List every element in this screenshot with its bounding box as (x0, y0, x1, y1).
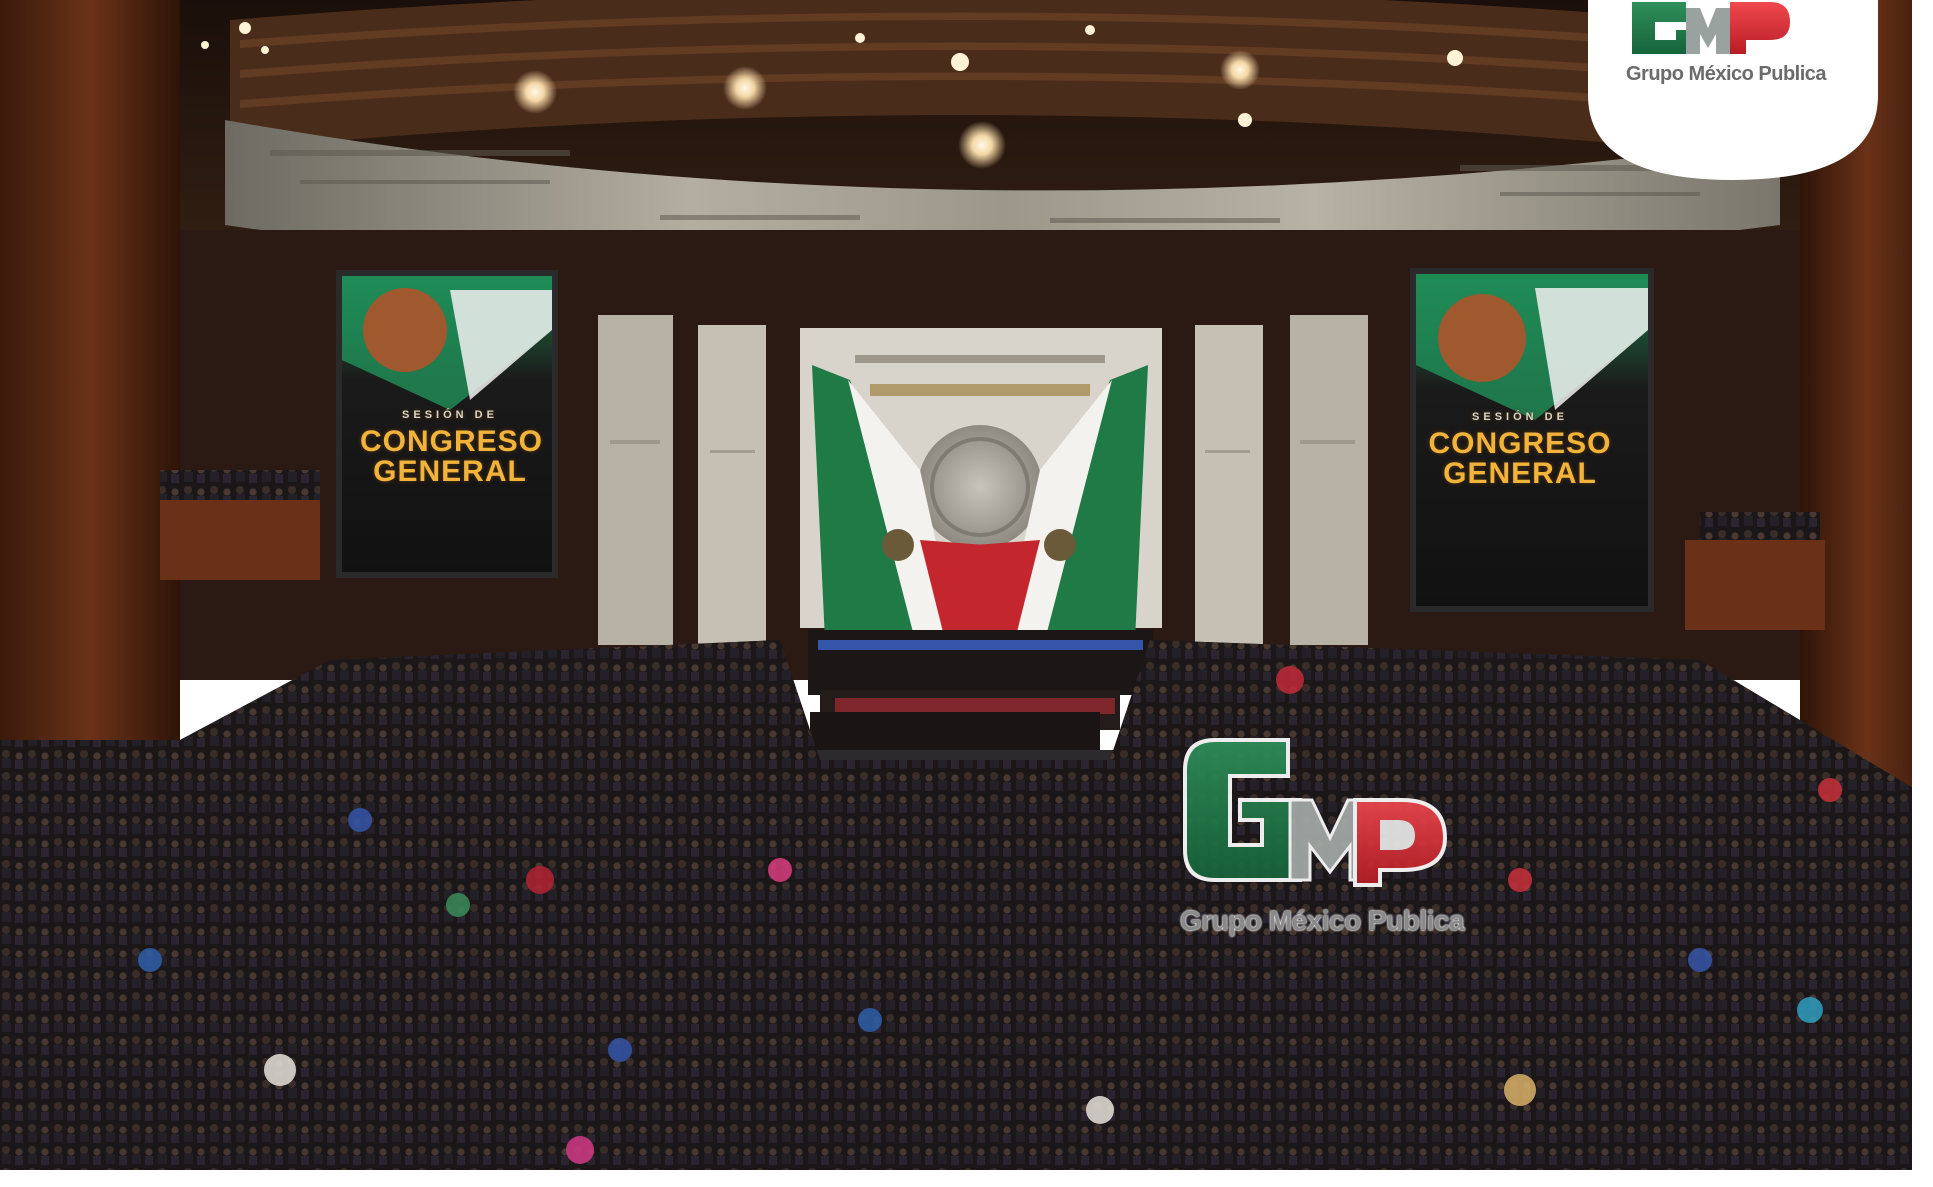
left-screen-title: SESIÓN DE CONGRESO GENERAL (360, 409, 544, 488)
corner-logo-icon (1632, 2, 1790, 54)
right-screen-line3: GENERAL (1443, 457, 1597, 490)
center-logo-brand-name: Grupo México Publica (1180, 905, 1465, 936)
corner-logo-brand-name: Grupo México Publica (1626, 63, 1827, 85)
right-screen-title: SESIÓN DE CONGRESO GENERAL (1425, 412, 1615, 489)
left-screen-line2: CONGRESO (360, 425, 544, 458)
right-screen-line1: SESIÓN DE (1472, 411, 1568, 423)
center-logo (1183, 738, 1448, 887)
left-screen-line3: GENERAL (373, 455, 527, 488)
left-screen-line1: SESIÓN DE (402, 409, 498, 421)
right-screen-line2: CONGRESO (1428, 427, 1612, 460)
corner-logo-badge (1588, 0, 1878, 180)
